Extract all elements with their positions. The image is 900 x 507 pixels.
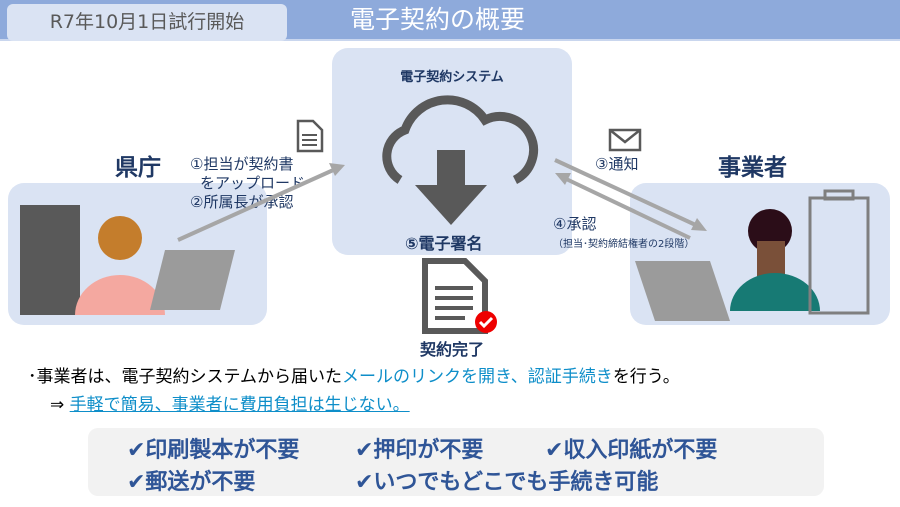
step4-note: （担当･契約締結権者の2段階）: [553, 239, 695, 250]
benefits-box: [88, 428, 824, 496]
no-cost-note: 手軽で簡易、事業者に費用負担は生じない。: [69, 395, 410, 415]
step4-label: ④承認: [553, 215, 597, 233]
benefit-item: ✔いつでもどこでも手続き可能: [355, 470, 659, 495]
business-person-illustration: [635, 189, 870, 321]
step3-label: ③通知: [595, 155, 639, 173]
upload-arrow: [177, 163, 345, 242]
step1-label-cont: をアップロード: [200, 174, 306, 192]
note-line-1: ･事業者は、電子契約システムから届いたメールのリンクを開き、認証手続きを行う。: [28, 362, 680, 387]
note-text-end: を行う。: [612, 367, 680, 387]
prefecture-label: 県庁: [115, 155, 161, 181]
prefecture-staff-illustration: [20, 205, 235, 315]
notify-approve-arrows: [554, 158, 707, 240]
benefit-item: ✔収入印紙が不要: [545, 438, 718, 463]
contract-complete-label: 契約完了: [420, 340, 485, 359]
page-title: 電子契約の概要: [350, 5, 526, 34]
trial-start-badge: R7年10月1日試行開始: [7, 4, 287, 41]
note-line-2: ⇒ 手軽で簡易、事業者に費用負担は生じない。: [50, 390, 410, 415]
signed-document-icon: [422, 258, 497, 334]
document-icon: [296, 119, 324, 153]
step5-label: ⑤電子署名: [405, 234, 483, 253]
arrow-symbol: ⇒: [50, 395, 65, 415]
step1-label: ①担当が契約書: [190, 155, 294, 173]
business-label: 事業者: [718, 155, 787, 181]
cloud-upload-icon: [382, 95, 539, 225]
system-title: 電子契約システム: [400, 70, 504, 85]
note-text: ･事業者は、電子契約システムから届いた: [28, 367, 342, 387]
benefit-item: ✔印刷製本が不要: [127, 438, 300, 463]
benefit-item: ✔押印が不要: [355, 438, 484, 463]
benefit-item: ✔郵送が不要: [127, 470, 256, 495]
mail-icon: [608, 128, 642, 152]
note-highlight: メールのリンクを開き、認証手続き: [342, 367, 613, 387]
